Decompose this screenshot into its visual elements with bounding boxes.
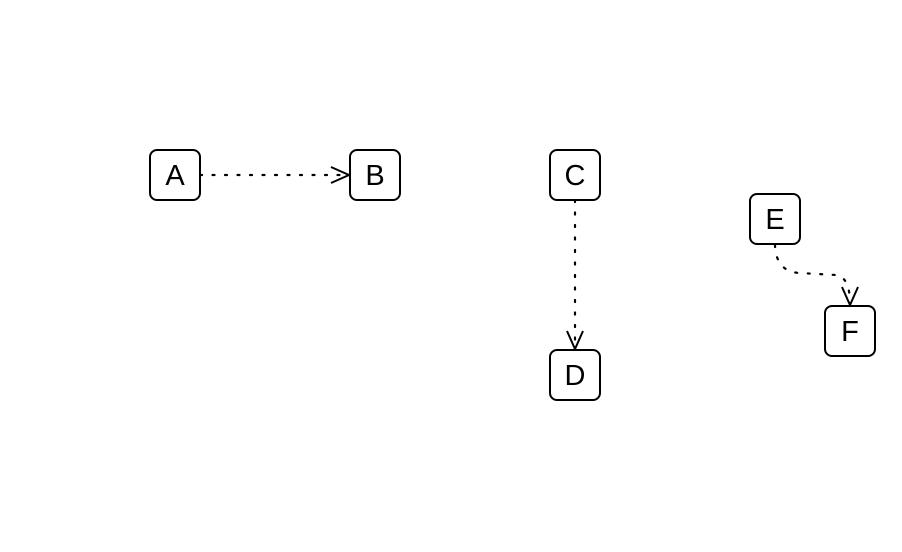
node-a[interactable]: A	[149, 149, 201, 201]
node-label: A	[165, 160, 185, 192]
node-d[interactable]: D	[549, 349, 601, 401]
node-label: C	[565, 160, 586, 192]
node-box	[549, 149, 601, 201]
node-box	[349, 149, 401, 201]
node-label: D	[565, 360, 586, 392]
node-label: F	[841, 316, 859, 348]
node-b[interactable]: B	[349, 149, 401, 201]
node-box	[549, 349, 601, 401]
edge-e-f	[773, 243, 859, 308]
node-box	[749, 193, 801, 245]
node-box	[149, 149, 201, 201]
edge-c-d	[566, 198, 584, 352]
node-e[interactable]: E	[749, 193, 801, 245]
node-box	[824, 305, 876, 357]
edge-line	[773, 243, 852, 306]
edge-a-b	[198, 166, 352, 184]
node-f[interactable]: F	[824, 305, 876, 357]
node-label: E	[765, 204, 784, 236]
node-label: B	[365, 160, 384, 192]
node-c[interactable]: C	[549, 149, 601, 201]
nodes: A B C D E F	[149, 149, 876, 401]
